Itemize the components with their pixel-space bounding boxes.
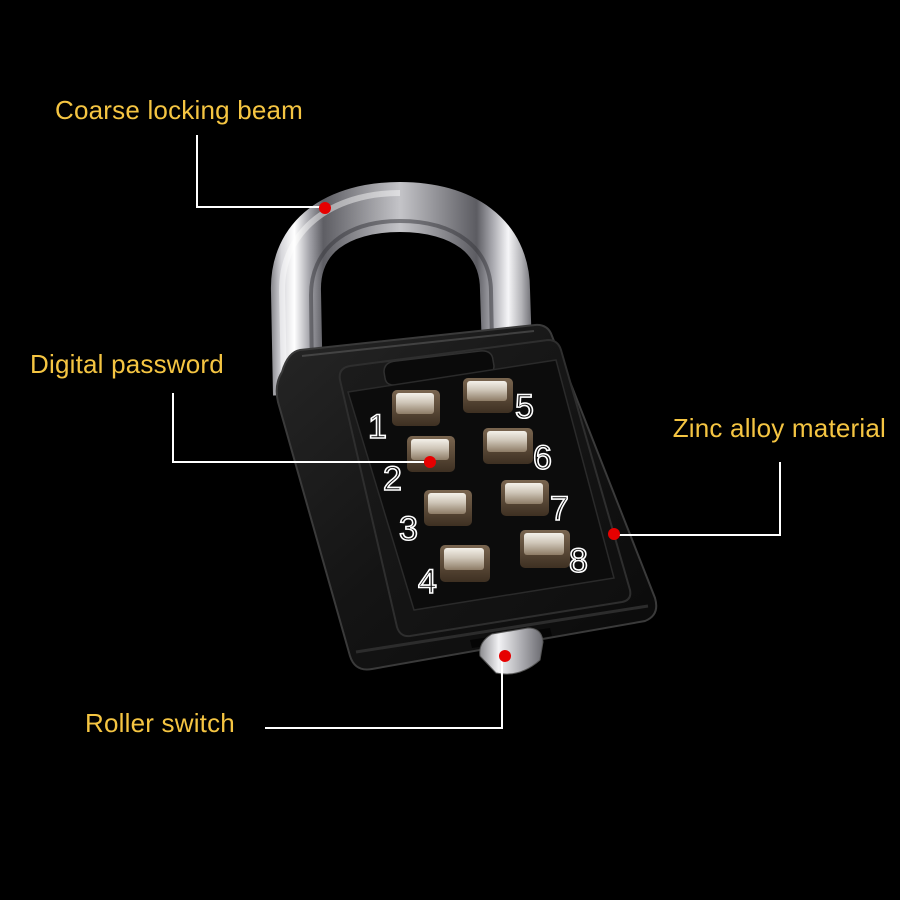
keypad-digit: 8 [569,542,588,580]
keypad-digit: 5 [515,388,534,426]
keypad-digit: 4 [418,563,437,601]
marker-dot-locking-beam [319,202,331,214]
callout-label-roller-switch: Roller switch [85,708,235,738]
keypad-button [440,545,490,582]
callout-label-digital-password: Digital password [30,349,224,379]
leader-line-zinc-alloy [614,462,781,536]
keypad-button [463,378,513,413]
leader-line-roller-switch [265,656,503,729]
keypad-digit: 7 [550,490,569,528]
keypad-digits: 1 2 3 4 5 6 7 8 [367,387,589,602]
keypad-button [520,530,570,568]
marker-dot-roller-switch [499,650,511,662]
keypad-buttons [392,378,570,582]
marker-dot-zinc-alloy [608,528,620,540]
shackle [271,181,532,396]
leader-line-locking-beam [196,135,325,208]
keypad-digit: 1 [368,408,387,446]
marker-dot-digital-password [424,456,436,468]
roller-switch [470,627,552,675]
keypad-digit: 6 [533,439,552,477]
keypad-button [483,428,533,464]
keypad-button [501,480,549,516]
keypad-button [392,390,440,426]
leader-line-digital-password [172,393,430,463]
keypad-digit: 2 [383,460,402,498]
keypad-button [424,490,472,526]
callout-label-locking-beam: Coarse locking beam [55,95,304,125]
callout-label-zinc-alloy: Zinc alloy material [672,413,886,443]
keypad-digit: 3 [399,510,418,548]
